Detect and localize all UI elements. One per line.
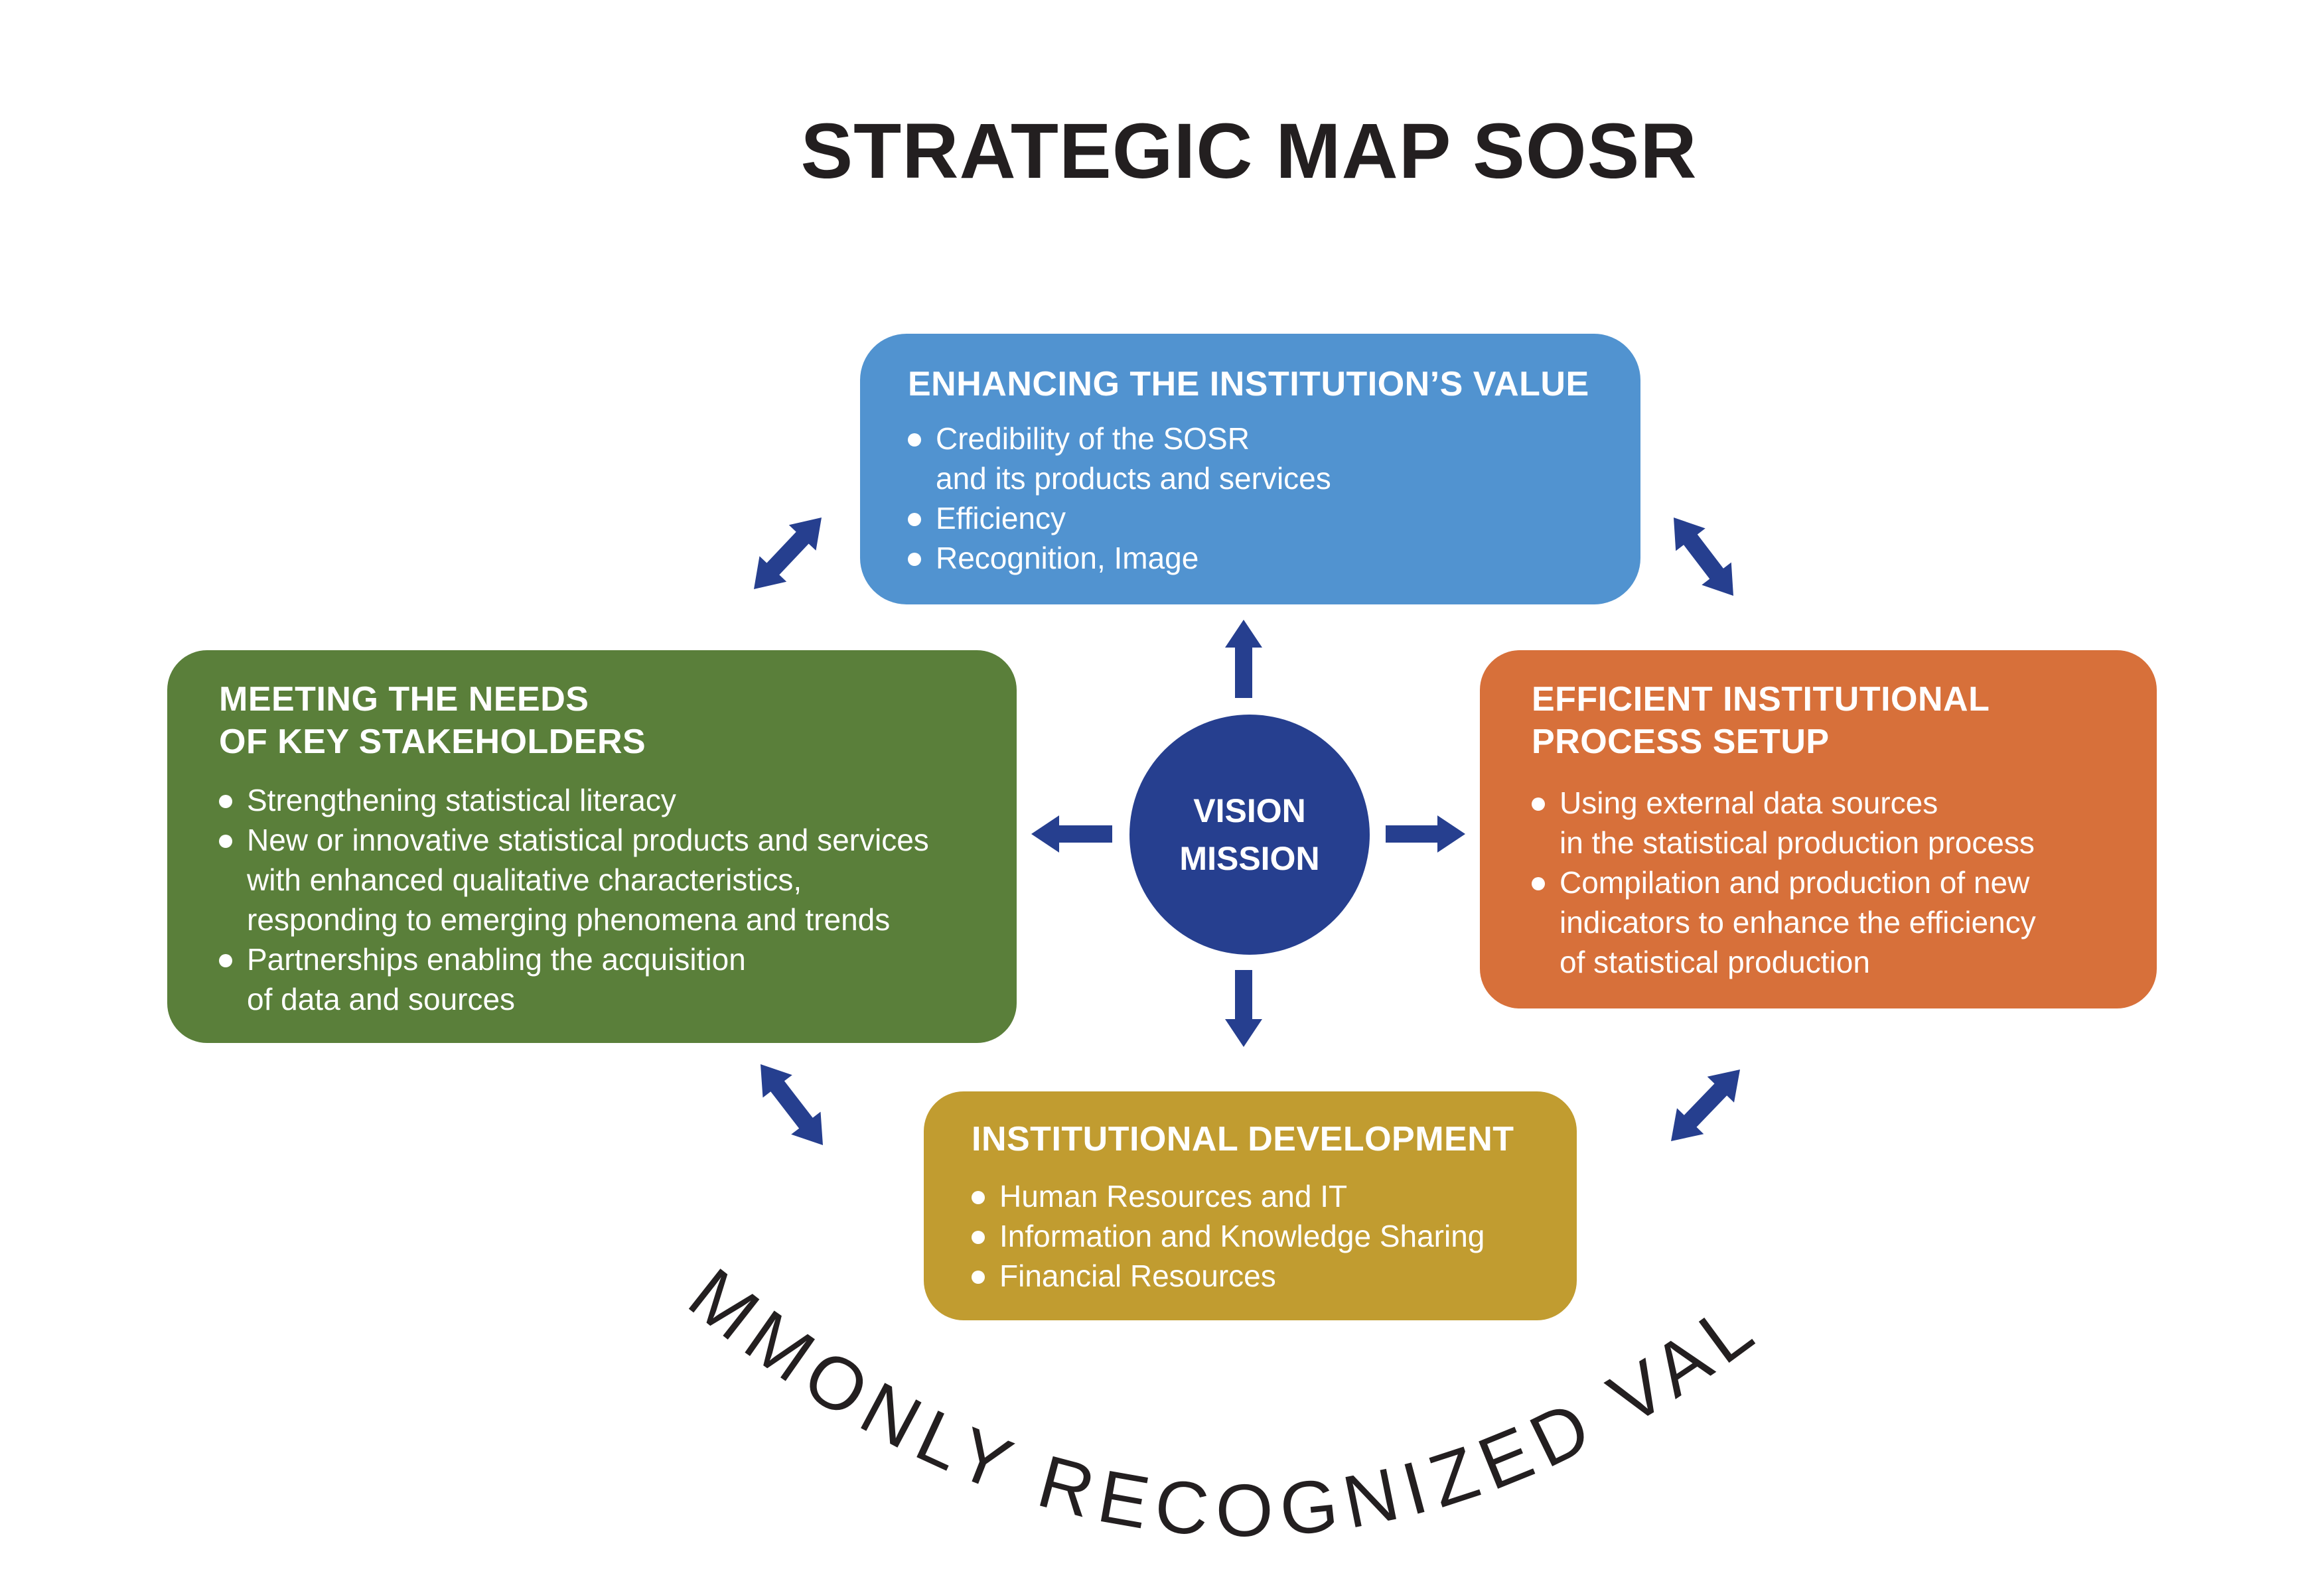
list-item: New or innovative statistical products a… bbox=[219, 820, 1017, 939]
page-title: STRATEGIC MAP SOSR bbox=[800, 107, 1698, 195]
arrow-right-icon bbox=[1386, 815, 1465, 853]
box-enhancing-value: ENHANCING THE INSTITUTION’S VALUE Credib… bbox=[860, 334, 1640, 604]
list-item: Strengthening statistical literacy bbox=[219, 780, 1017, 820]
arrow-up-icon bbox=[1225, 620, 1262, 698]
bullet-list: Credibility of the SOSR and its products… bbox=[908, 419, 1640, 578]
box-institutional-development: INSTITUTIONAL DEVELOPMENT Human Resource… bbox=[924, 1091, 1577, 1320]
arrow-bottom-right-icon bbox=[1671, 1070, 1740, 1141]
arrow-top-left-icon bbox=[754, 518, 822, 589]
values-arc-text: COMMONLY RECOGNIZED VALUES bbox=[0, 0, 1765, 1552]
bullet-list: Human Resources and IT Information and K… bbox=[972, 1176, 1577, 1296]
box-process-setup: EFFICIENT INSTITUTIONAL PROCESS SETUP Us… bbox=[1480, 650, 2157, 1008]
list-item: Information and Knowledge Sharing bbox=[972, 1216, 1577, 1256]
arrow-bottom-left-icon bbox=[761, 1064, 823, 1145]
mission-label: MISSION bbox=[1179, 840, 1320, 877]
vision-label: VISION bbox=[1193, 792, 1306, 829]
list-item: Financial Resources bbox=[972, 1256, 1577, 1296]
list-item: Partnerships enabling the acquisition of… bbox=[219, 939, 1017, 1019]
list-item: Credibility of the SOSR and its products… bbox=[908, 419, 1640, 498]
list-item: Human Resources and IT bbox=[972, 1176, 1577, 1216]
box-heading: EFFICIENT INSTITUTIONAL PROCESS SETUP bbox=[1532, 680, 1990, 761]
arrow-down-icon bbox=[1225, 970, 1262, 1047]
list-item: Recognition, Image bbox=[908, 538, 1640, 578]
box-heading: ENHANCING THE INSTITUTION’S VALUE bbox=[908, 365, 1589, 403]
arrow-left-icon bbox=[1031, 815, 1112, 853]
box-heading: INSTITUTIONAL DEVELOPMENT bbox=[972, 1120, 1514, 1158]
list-item: Using external data sources in the stati… bbox=[1532, 783, 2157, 863]
list-item: Compilation and production of new indica… bbox=[1532, 863, 2157, 982]
box-heading: MEETING THE NEEDS OF KEY STAKEHOLDERS bbox=[219, 680, 646, 761]
vision-mission-circle: VISION MISSION bbox=[1129, 715, 1370, 955]
bullet-list: Using external data sources in the stati… bbox=[1532, 783, 2157, 982]
box-stakeholder-needs: MEETING THE NEEDS OF KEY STAKEHOLDERS St… bbox=[167, 650, 1017, 1043]
list-item: Efficiency bbox=[908, 498, 1640, 538]
bullet-list: Strengthening statistical literacy New o… bbox=[219, 780, 1017, 1019]
arrow-top-right-icon bbox=[1674, 518, 1733, 596]
